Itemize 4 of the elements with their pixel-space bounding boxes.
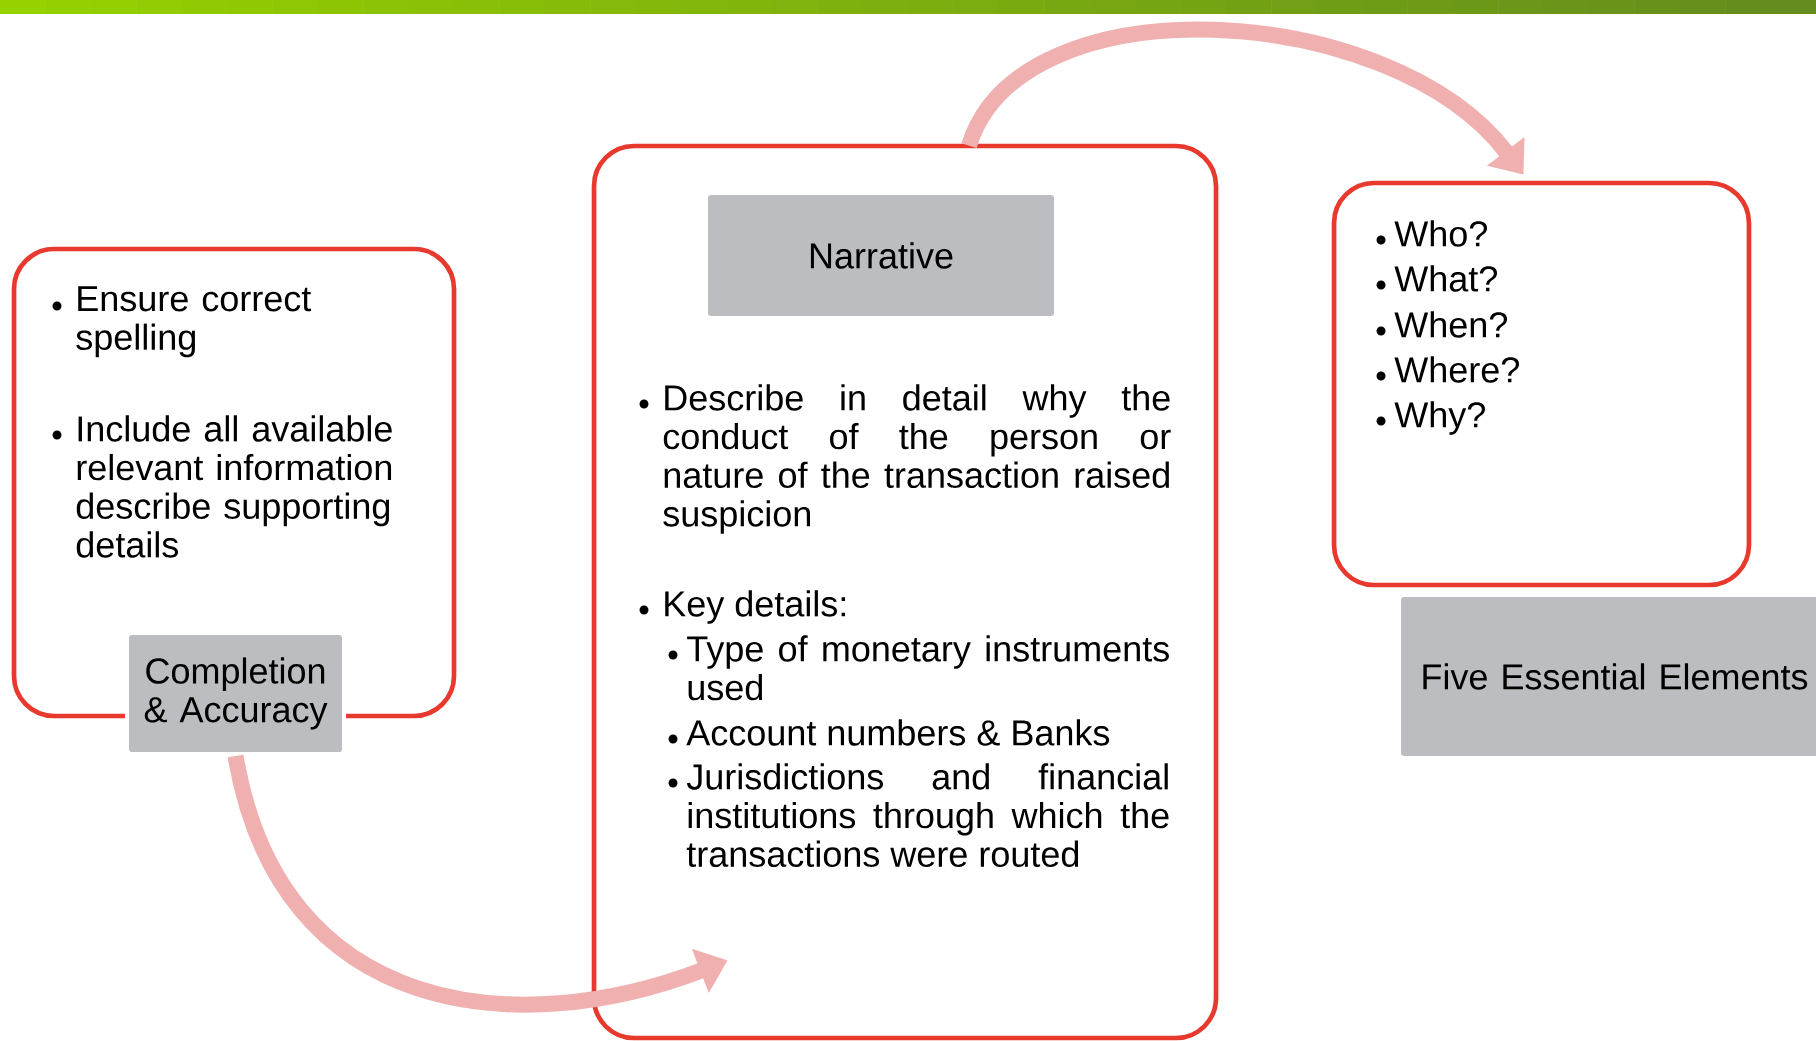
- label-box: Narrative: [704, 190, 1058, 321]
- rounded-box: Who? What? When? Where? Why?: [1331, 180, 1752, 588]
- label-box: Five Essential Elements: [1397, 593, 1816, 760]
- label-box: Completion & Accuracy: [125, 630, 347, 757]
